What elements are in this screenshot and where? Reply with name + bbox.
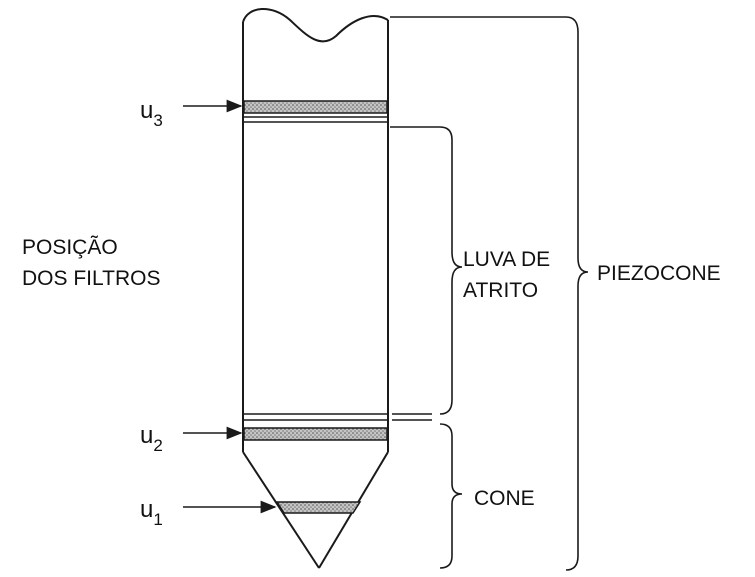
probe-body <box>242 7 389 569</box>
filter-band-u1 <box>275 501 362 514</box>
sleeve-label-line2: ATRITO <box>463 279 538 302</box>
cone-left-edge <box>242 451 320 569</box>
label-u1: u1 <box>140 496 163 529</box>
filter-u1 <box>275 501 362 514</box>
cone-brace <box>439 423 463 569</box>
extension-lines <box>390 16 566 421</box>
sleeve-label-line1: LUVA DE <box>463 248 550 271</box>
sleeve-brace <box>439 126 463 415</box>
piezocone-label: PIEZOCONE <box>597 262 721 285</box>
cone-label: CONE <box>474 487 535 510</box>
probe-break-line <box>242 7 389 43</box>
filter-band-u2 <box>243 427 388 441</box>
label-u3: u3 <box>140 97 163 130</box>
filter-position-label-line1: POSIÇÃO <box>22 235 118 259</box>
filter-arrows <box>183 99 277 514</box>
filter-band-u3 <box>243 100 388 114</box>
filter-u3 <box>243 100 388 123</box>
filter-position-label-line2: DOS FILTROS <box>22 267 160 290</box>
piezocone-brace <box>565 16 589 571</box>
label-u2: u2 <box>140 422 163 455</box>
filter-u2 <box>243 413 388 441</box>
